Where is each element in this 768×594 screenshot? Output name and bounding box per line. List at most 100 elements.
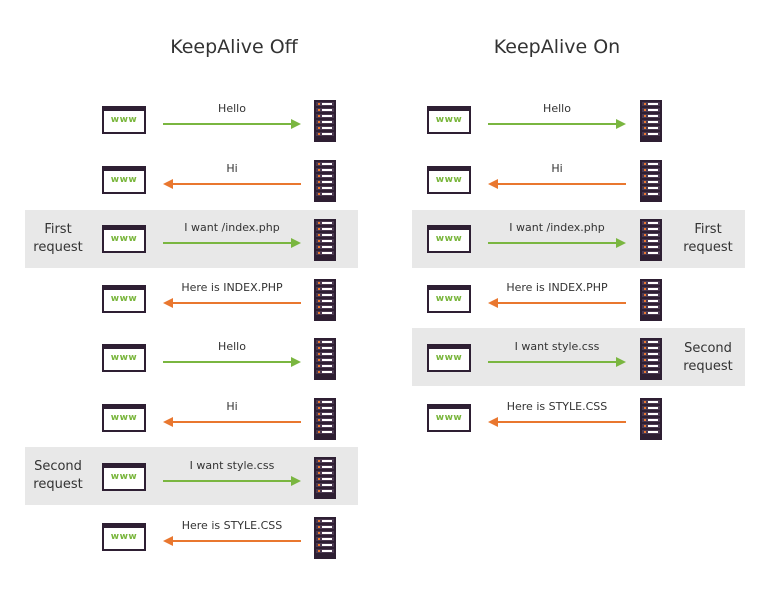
server-slot <box>642 299 660 303</box>
server-slot <box>642 132 660 136</box>
server-slot <box>642 239 660 243</box>
server-slot <box>316 543 334 547</box>
server-slot <box>316 281 334 285</box>
response-arrow-icon <box>488 417 626 427</box>
server-slot <box>316 233 334 237</box>
server-slot <box>642 245 660 249</box>
server-slot <box>642 114 660 118</box>
server-slot <box>642 221 660 225</box>
server-slot <box>316 299 334 303</box>
server-slot <box>642 162 660 166</box>
server-slot <box>642 287 660 291</box>
server-slot <box>642 120 660 124</box>
server-slot <box>316 287 334 291</box>
browser-www-label: www <box>435 294 463 304</box>
browser-www-label: www <box>110 175 138 185</box>
message-label: I want /index.php <box>184 221 280 234</box>
server-icon <box>640 219 662 261</box>
server-slot <box>316 340 334 344</box>
server-slot <box>316 418 334 422</box>
server-slot <box>642 352 660 356</box>
server-icon <box>640 279 662 321</box>
server-slot <box>316 174 334 178</box>
server-slot <box>642 108 660 112</box>
label-line: request <box>683 240 733 255</box>
server-slot <box>642 424 660 428</box>
server-icon <box>314 219 336 261</box>
server-slot <box>316 192 334 196</box>
left-diagram-title: KeepAlive Off <box>170 36 298 58</box>
browser-window-icon: www <box>102 285 146 313</box>
server-slot <box>316 430 334 434</box>
server-slot <box>642 358 660 362</box>
right-message-row: www I want style.css <box>0 338 768 380</box>
server-slot <box>642 412 660 416</box>
server-icon <box>640 398 662 440</box>
server-slot <box>642 281 660 285</box>
server-slot <box>642 406 660 410</box>
label-line: Second <box>34 459 82 474</box>
server-slot <box>316 531 334 535</box>
server-slot <box>642 370 660 374</box>
message-label: Here is STYLE.CSS <box>506 400 608 413</box>
left-message-row: www Here is INDEX.PHP <box>0 279 768 321</box>
browser-www-label: www <box>110 234 138 244</box>
browser-window-icon: www <box>427 344 471 372</box>
server-slot <box>316 346 334 350</box>
left-message-row: www Hello <box>0 338 768 380</box>
server-slot <box>316 168 334 172</box>
server-slot <box>316 537 334 541</box>
right-diagram-title: KeepAlive On <box>493 36 621 58</box>
request-arrow-icon <box>163 476 301 486</box>
browser-www-label: www <box>110 294 138 304</box>
server-icon <box>314 100 336 142</box>
server-slot <box>642 180 660 184</box>
message-label: Here is INDEX.PHP <box>181 281 283 294</box>
server-slot <box>316 251 334 255</box>
browser-www-label: www <box>435 115 463 125</box>
server-icon <box>314 338 336 380</box>
server-slot <box>642 192 660 196</box>
right-message-row: www Hello <box>0 100 768 142</box>
server-slot <box>316 465 334 469</box>
browser-www-label: www <box>435 353 463 363</box>
server-slot <box>642 227 660 231</box>
server-slot <box>642 251 660 255</box>
server-slot <box>316 239 334 243</box>
server-slot <box>316 227 334 231</box>
server-slot <box>316 471 334 475</box>
request-arrow-icon <box>163 238 301 248</box>
right-second-request-label: Second request <box>676 340 740 376</box>
response-arrow-icon <box>163 179 301 189</box>
response-arrow-icon <box>488 298 626 308</box>
label-line: First <box>44 222 72 237</box>
server-slot <box>316 305 334 309</box>
server-slot <box>642 186 660 190</box>
message-label: Hi <box>226 400 238 413</box>
server-slot <box>642 126 660 130</box>
browser-window-icon: www <box>427 285 471 313</box>
message-label: Hello <box>543 102 571 115</box>
left-first-request-label: First request <box>28 221 88 257</box>
message-label: Hello <box>218 340 246 353</box>
label-line: First <box>694 222 722 237</box>
server-slot <box>316 120 334 124</box>
request-arrow-icon <box>488 357 626 367</box>
message-label: I want style.css <box>514 340 600 353</box>
server-icon <box>314 457 336 499</box>
request-arrow-icon <box>163 357 301 367</box>
left-second-request-label: Second request <box>28 458 88 494</box>
server-slot <box>642 364 660 368</box>
browser-window-icon: www <box>102 523 146 551</box>
server-slot <box>316 406 334 410</box>
server-slot <box>316 412 334 416</box>
server-icon <box>640 100 662 142</box>
server-slot <box>316 352 334 356</box>
label-line: request <box>683 359 733 374</box>
browser-www-label: www <box>110 353 138 363</box>
